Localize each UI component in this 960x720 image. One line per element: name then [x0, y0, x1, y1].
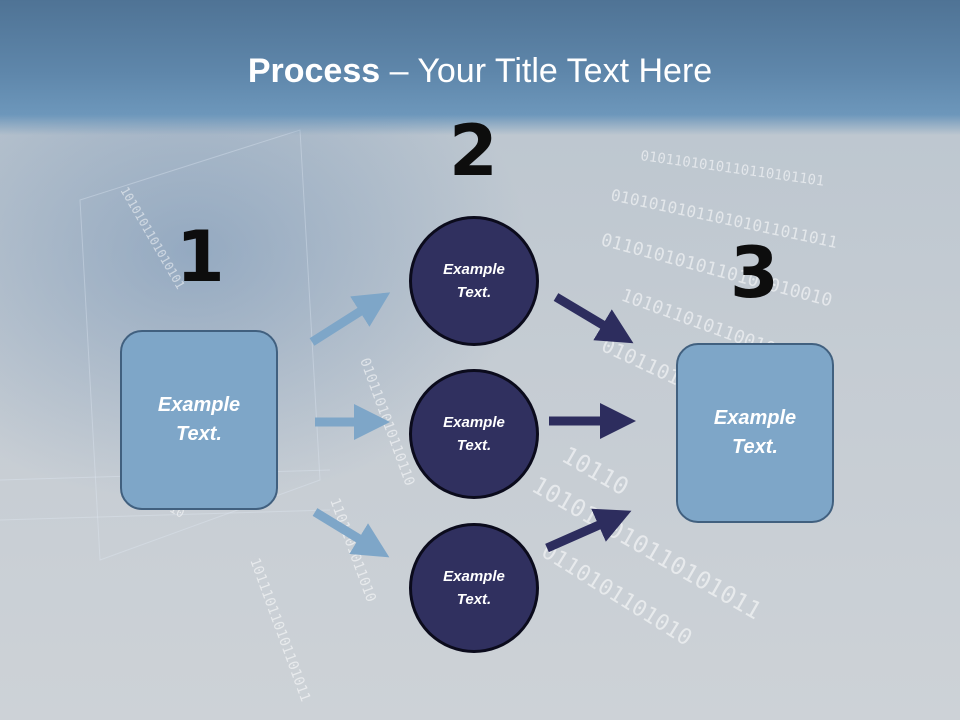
circle-top-line-2: Text.	[456, 284, 492, 301]
step-1-line-2: Text.	[176, 423, 222, 445]
page-title: Process – Your Title Text Here	[0, 52, 960, 91]
arrow-from-circle-bottom	[545, 508, 632, 553]
step-3-line-2: Text.	[732, 436, 778, 458]
circle-top-line-1: Example	[443, 261, 505, 278]
step-number-2: 2	[449, 110, 498, 192]
title-bold: Process	[247, 52, 381, 90]
arrow-to-circle-bottom	[312, 508, 390, 558]
step-number-3: 3	[730, 232, 779, 314]
step-1-line-1: Example	[157, 394, 241, 416]
step-3-line-1: Example	[713, 407, 797, 429]
circle-bottom-line-1: Example	[443, 568, 505, 585]
arrow-from-circle-top	[553, 293, 634, 344]
arrow-to-circle-top	[309, 292, 391, 346]
circle-middle-line-1: Example	[443, 414, 505, 431]
title-banner	[0, 0, 960, 135]
title-rest: – Your Title Text Here	[380, 52, 713, 90]
step-number-1: 1	[176, 216, 225, 298]
circle-middle-line-2: Text.	[456, 437, 492, 454]
circle-bottom-line-2: Text.	[456, 591, 492, 608]
